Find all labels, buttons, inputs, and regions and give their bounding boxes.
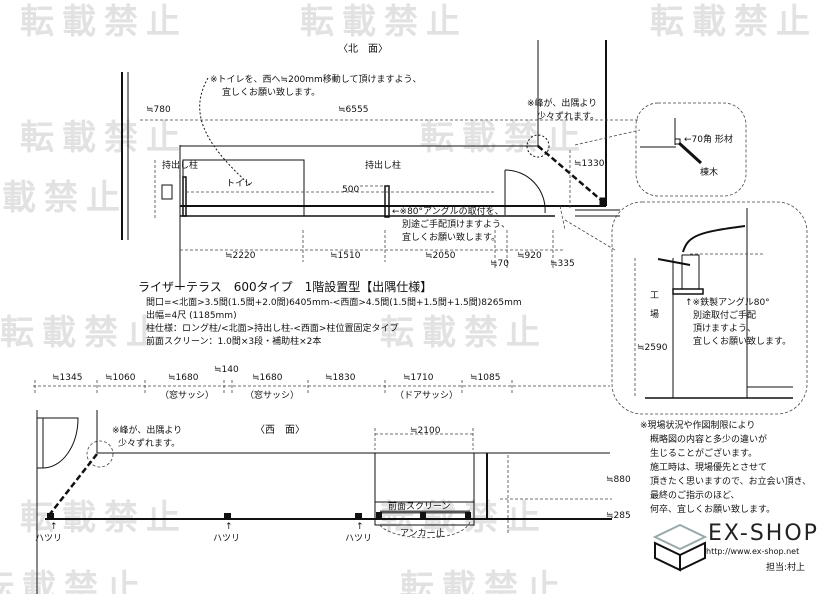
site-label-1: 工 — [650, 291, 660, 301]
dim-1060: ≒1060 — [105, 373, 136, 383]
watermark: 転載禁止 — [400, 568, 568, 594]
dim-500: 500 — [342, 185, 360, 195]
dim-2100: ≒2100 — [410, 426, 441, 436]
note-angle-3: 宜しくお願い致します。 — [402, 233, 501, 243]
watermark: 転載禁止 — [650, 2, 818, 42]
spec-line: 間口=<北面>3.5間(1.5間+2.0間)6405mm-<西面>4.5間(1.… — [146, 298, 522, 308]
side-note-3: 頂けますよう、 — [693, 324, 757, 334]
dim-1680: ≒1680 — [252, 373, 283, 383]
detail-material: ←70角 形材 — [684, 135, 733, 145]
chipping-label: ハツリ — [35, 534, 63, 544]
chipping-label: ハツリ — [345, 534, 373, 544]
note-angle-2: 別途ご手配頂けますよう、 — [402, 220, 511, 230]
sash-label: （窓サッシ） — [160, 391, 215, 401]
site-label-2: 場 — [650, 310, 660, 320]
dim-70: ≒70 — [490, 259, 510, 269]
sash-label: （ドアサッシ） — [395, 391, 459, 401]
side-note-1: ↑※鉄製アングル80° — [685, 298, 770, 308]
spec-line: 前面スクリーン：1.0間×3段・補助柱×2本 — [146, 337, 322, 347]
dim-880: ≒880 — [606, 475, 631, 485]
sash-label: （窓サッシ） — [245, 391, 300, 401]
disclaimer-line: 施工時は、現場優先とさせて — [650, 463, 768, 473]
dim-1710: ≒1710 — [403, 373, 434, 383]
front-screen-label: 前面スクリーン — [388, 502, 451, 512]
disclaimer-line: 生じることがございます。 — [650, 449, 758, 459]
west-note-ridge-2: 少々ずれます。 — [118, 439, 181, 449]
watermark: 転載禁止 — [0, 568, 148, 594]
note-ridge-1: ※峰が、出隅より — [527, 99, 598, 109]
dim-780: ≒780 — [146, 105, 171, 115]
spec-line: 出幅=4尺 (1185mm) — [146, 311, 237, 321]
dim-1085: ≒1085 — [470, 373, 501, 383]
watermark: 転載禁止 — [380, 313, 548, 353]
dim-2590: ≒2590 — [637, 343, 668, 353]
dim-6555: ≒6555 — [338, 105, 369, 115]
disclaimer-line: 最終のご指示のほど、 — [650, 491, 740, 501]
dim-1830: ≒1830 — [325, 373, 356, 383]
disclaimer-line: 概略図の内容と多少の違いが — [650, 435, 768, 445]
dim-1510: ≒1510 — [330, 251, 361, 261]
side-note-4: 宜しくお願い致します。 — [693, 337, 792, 347]
side-note-2: 別途取付ご手配 — [693, 311, 757, 321]
watermark: 転載禁止 — [300, 2, 468, 42]
west-heading: 〈西 面〉 — [255, 425, 305, 436]
watermark: 転載禁止 — [0, 313, 168, 353]
spec-title: ライザーテラス 600タイプ 1階設置型【出隅仕様】 — [138, 280, 433, 294]
dim-2220: ≒2220 — [225, 251, 256, 261]
watermark: 転載禁止 — [20, 118, 188, 158]
note-ridge-2: 少々ずれます。 — [537, 112, 600, 122]
watermark: 転載禁止 — [20, 2, 188, 42]
note-angle-1: ←※80°アングルの取付を、 — [392, 207, 504, 217]
north-heading: 〈北 面〉 — [338, 44, 388, 55]
label-toilet: トイレ — [226, 179, 254, 189]
dim-140: ≒140 — [214, 365, 239, 375]
watermark: 転載禁止 — [420, 118, 588, 158]
disclaimer-line: 頂きたく思いますので、お立会い頂き、 — [650, 477, 812, 487]
west-note-ridge-1: ※峰が、出隅より — [112, 426, 183, 436]
dim-1330: ≒1330 — [574, 159, 605, 169]
staff-label: 担当:村上 — [766, 563, 806, 573]
anchor-label: アンカー止 — [400, 529, 445, 539]
dim-285: ≒285 — [606, 511, 631, 521]
dim-920: ≒920 — [517, 251, 542, 261]
disclaimer-line: 何卒、宜しくお願い致します。 — [650, 505, 776, 515]
dim-1680: ≒1680 — [168, 373, 199, 383]
ex-shop-logo: EX-SHOP — [708, 521, 819, 546]
watermark: 転載禁止 — [0, 178, 128, 218]
disclaimer-line: ※現場状況や作図制限により — [640, 421, 756, 431]
dim-2050: ≒2050 — [425, 251, 456, 261]
note-toilet-1: ※トイレを、西へ≒200mm移動して頂けますよう、 — [210, 75, 422, 85]
ex-shop-logo-icon — [652, 523, 708, 572]
spec-line: 柱仕様：ロング柱/<北面>持出し柱-<西面>柱位置固定タイプ — [146, 324, 399, 334]
detail-rafter: 棟木 — [700, 168, 719, 178]
dim-335: ≒335 — [550, 259, 575, 269]
dim-1345: ≒1345 — [52, 373, 83, 383]
note-toilet-2: 宜しくお願い致します。 — [222, 88, 321, 98]
chipping-label: ハツリ — [213, 534, 241, 544]
label-post-left: 持出し柱 — [162, 161, 199, 171]
brand-url[interactable]: http://www.ex-shop.net — [706, 547, 800, 556]
label-post-mid: 持出し柱 — [365, 161, 402, 171]
